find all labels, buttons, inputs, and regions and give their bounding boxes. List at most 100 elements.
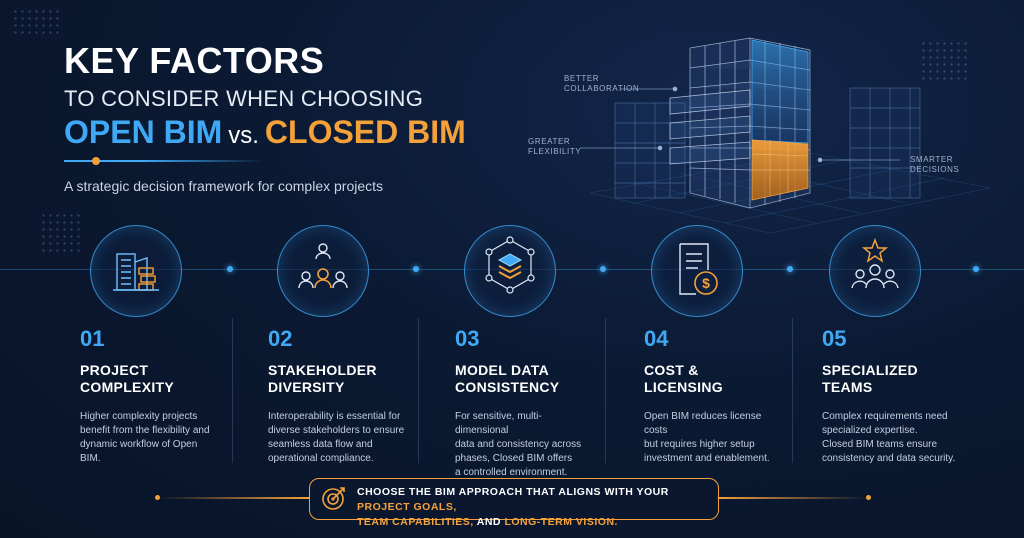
factor-number: 05 [822,326,847,351]
factor-description-line: Open BIM reduces license costs [644,411,762,436]
factor-description-line: investment and enablement. [644,453,770,464]
banner-highlight-project-goals: PROJECT GOALS, [357,501,457,513]
dot-grid-top-right [920,40,970,80]
stakeholders-icon [298,243,348,289]
factor-title: MODEL DATA CONSISTENCY [455,362,595,396]
factor-description-line: benefit from the flexibility and [80,425,210,436]
factor-description-line: Higher complexity projects [80,411,198,422]
banner-text: CHOOSE THE BIM APPROACH THAT ALIGNS WITH… [357,485,707,530]
banner-text-part: CHOOSE THE BIM APPROACH THAT ALIGNS WITH… [357,486,669,498]
timeline-dot [973,266,979,272]
label-flexibility: FLEXIBILITY [528,147,582,156]
banner-line-right [717,497,868,499]
factor-card-2: 02 STAKEHOLDER DIVERSITY Interoperabilit… [268,326,408,466]
factor-title: PROJECT COMPLEXITY [80,362,220,396]
factor-description-line: Complex requirements need [822,411,948,422]
banner-dot-right [866,495,871,500]
label-collaboration: COLLABORATION [564,84,640,93]
factor-description-line: Interoperability is essential for [268,411,401,422]
column-divider [605,318,606,463]
dot-grid-top-left [12,8,62,38]
factor-number: 02 [268,326,293,351]
label-better: BETTER [564,74,600,83]
factor-description: Interoperability is essential for divers… [268,410,408,466]
label-better-collaboration: BETTER COLLABORATION [564,74,639,94]
factor-description-line: operational compliance. [268,453,374,464]
factor-description-line: For sensitive, multi-dimensional [455,411,542,436]
factor-icon-circle-2 [277,225,369,317]
factor-title-line: LICENSING [644,379,723,395]
factor-title-line: STAKEHOLDER [268,362,377,378]
label-smarter: SMARTER [910,155,954,164]
banner-line-left [158,497,309,499]
factor-title-line: DIVERSITY [268,379,345,395]
factor-description-line: phases, Closed BIM offers [455,453,573,464]
timeline-dot [227,266,233,272]
column-divider [792,318,793,463]
factor-description-line: Closed BIM teams ensure [822,439,938,450]
timeline-dot [600,266,606,272]
factor-title-line: COST & [644,362,699,378]
title-divider-dot [92,157,100,165]
building-wireframe-illustration [580,37,991,234]
conclusion-banner [309,478,719,520]
factor-title: COST & LICENSING [644,362,784,396]
factor-card-5: 05 SPECIALIZED TEAMS Complex requirement… [822,326,962,466]
column-divider [232,318,233,463]
factor-title-line: COMPLEXITY [80,379,175,395]
banner-text-part: AND [473,516,505,528]
factor-description: Complex requirements need specialized ex… [822,410,962,466]
factor-icon-circle-4: $ [651,225,743,317]
svg-text:$: $ [702,275,710,291]
factor-description-line: seamless data flow and [268,439,373,450]
factor-description: Higher complexity projects benefit from … [80,410,220,466]
factor-description-line: dynamic workflow of Open BIM. [80,439,198,464]
factor-description-line: data and consistency across [455,439,582,450]
dot-grid-left [40,212,80,252]
factor-number: 04 [644,326,669,351]
banner-highlight-long-term-vision: LONG-TERM VISION. [504,516,618,528]
factor-title: STAKEHOLDER DIVERSITY [268,362,408,396]
tagline: A strategic decision framework for compl… [64,178,384,194]
title-closed-bim: CLOSED BIM [264,114,466,150]
factor-description-line: a controlled environment. [455,467,568,478]
factor-number: 01 [80,326,105,351]
factor-title-line: MODEL DATA [455,362,549,378]
factor-description-line: but requires higher setup [644,439,755,450]
label-decisions: DECISIONS [910,165,960,174]
invoice-dollar-icon: $ [679,243,718,295]
factor-title-line: PROJECT [80,362,149,378]
title-subheading: TO CONSIDER WHEN CHOOSING [64,86,424,111]
label-greater-flexibility: GREATER FLEXIBILITY [528,137,581,157]
factor-title-line: SPECIALIZED [822,362,918,378]
title-key-factors: KEY FACTORS [64,40,325,81]
factor-title-line: CONSISTENCY [455,379,560,395]
factor-description: For sensitive, multi-dimensional data an… [455,410,595,480]
factor-description-line: specialized expertise. [822,425,918,436]
label-smarter-decisions: SMARTER DECISIONS [910,155,959,175]
factor-title: SPECIALIZED TEAMS [822,362,962,396]
building-blocks-icon [113,253,159,291]
factor-card-1: 01 PROJECT COMPLEXITY Higher complexity … [80,326,220,466]
factor-icon-circle-1 [90,225,182,317]
factor-card-3: 03 MODEL DATA CONSISTENCY For sensitive,… [455,326,595,480]
timeline-dot [413,266,419,272]
data-cube-network-icon [485,236,535,294]
factor-number: 03 [455,326,480,351]
title-open-bim: OPEN BIM [64,114,223,150]
factor-card-4: 04 COST & LICENSING Open BIM reduces lic… [644,326,784,466]
timeline-dot [787,266,793,272]
title-divider [64,160,264,162]
factor-description-line: consistency and data security. [822,453,956,464]
banner-dot-left [155,495,160,500]
target-arrow-icon [322,487,345,510]
factor-icon-circle-5 [829,225,921,317]
banner-highlight-team-capabilities: TEAM CAPABILITIES, [357,516,474,528]
column-divider [418,318,419,463]
factor-title-line: TEAMS [822,379,873,395]
label-greater: GREATER [528,137,571,146]
factor-icon-circle-3 [464,225,556,317]
factor-description: Open BIM reduces license costs but requi… [644,410,784,466]
title-vs: vs. [228,122,259,149]
